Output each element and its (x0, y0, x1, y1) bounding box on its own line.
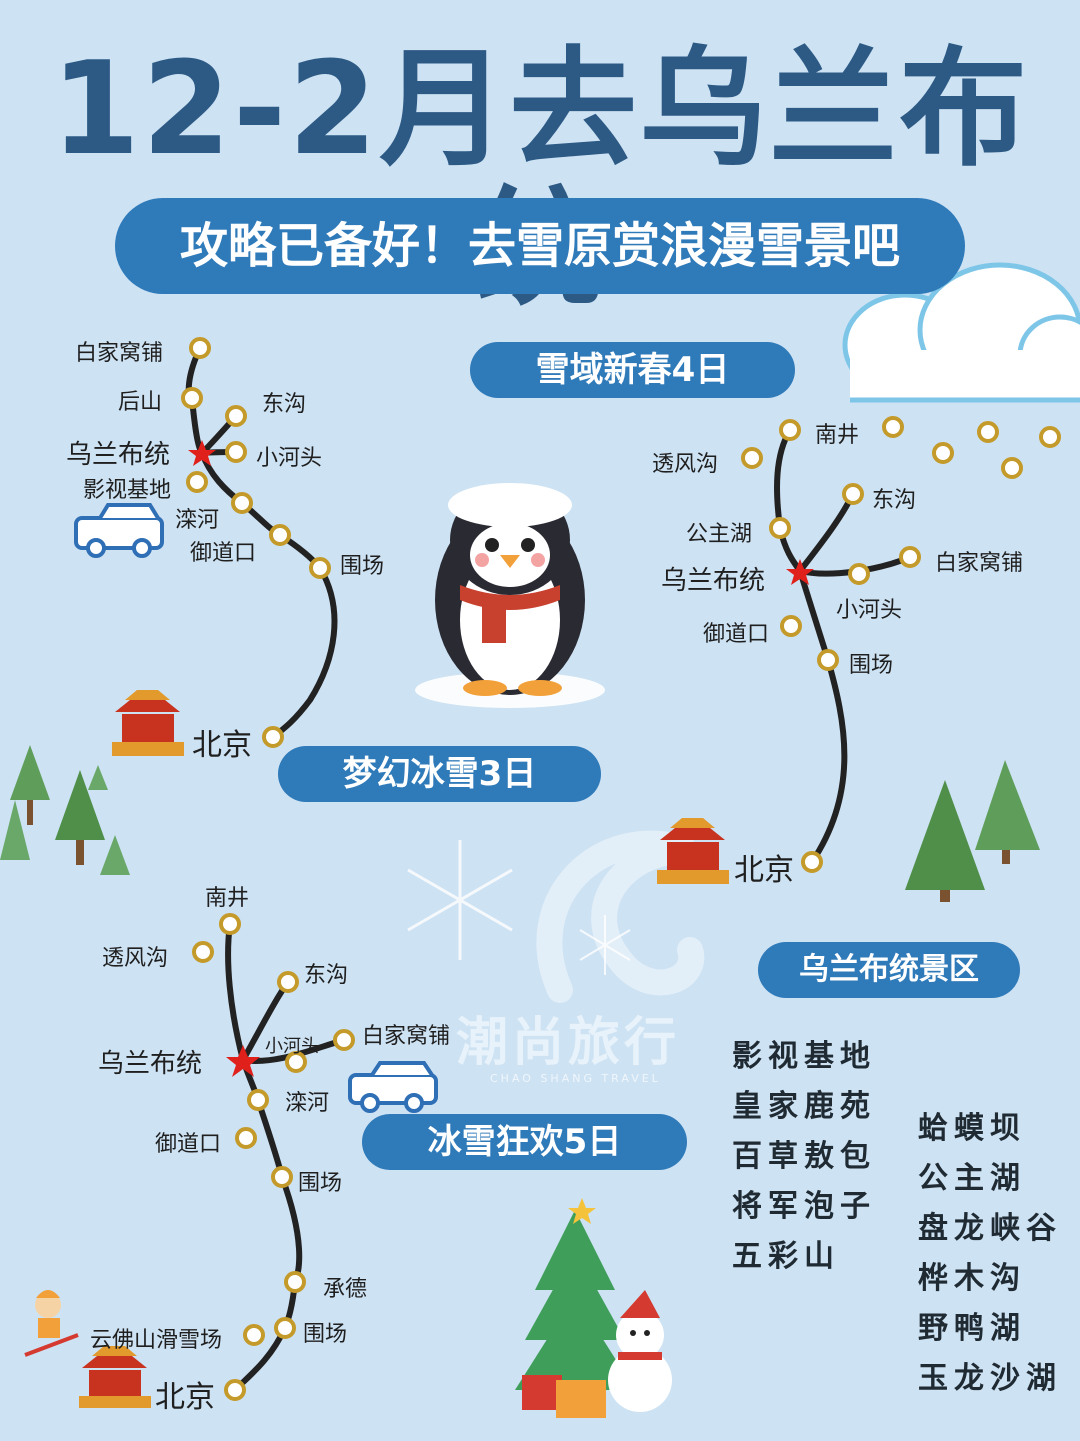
stop-label: 小河头 (265, 1036, 319, 1057)
scenic-spot: 影视基地 (732, 1039, 876, 1074)
stop-label: 围场 (340, 554, 385, 579)
christmas-tree-illustration (515, 1198, 635, 1418)
palace-icon (112, 690, 184, 756)
route4-nodes (741, 419, 921, 873)
stop-label: 乌兰布统 (66, 440, 171, 470)
stop-label: 滦河 (285, 1091, 330, 1116)
stop-label: 小河头 (256, 446, 323, 471)
scenic-spot: 五彩山 (732, 1239, 840, 1274)
stop-label: 东沟 (304, 963, 349, 988)
route3-title-pill: 梦幻冰雪3日 (278, 746, 601, 802)
stop-label: 影视基地 (83, 478, 172, 503)
scenic-title-pill: 乌兰布统景区 (758, 942, 1020, 998)
palace-icon (79, 1346, 151, 1408)
car-icon (348, 1061, 438, 1113)
stop-label: 透风沟 (652, 452, 719, 477)
subtitle-banner: 攻略已备好！去雪原赏浪漫雪景吧 (115, 198, 965, 294)
stop-label: 滦河 (175, 508, 220, 533)
watermark-text: 潮尚旅行 (456, 1013, 681, 1073)
pine-tree-icon (0, 745, 130, 875)
scenic-spot: 玉龙沙湖 (918, 1361, 1062, 1396)
stop-label-beijing: 北京 (192, 728, 252, 763)
stop-label: 承德 (323, 1277, 368, 1302)
snowflake-icon (407, 840, 513, 960)
scenic-spot: 将军泡子 (732, 1189, 876, 1224)
scenic-spot: 皇家鹿苑 (732, 1089, 876, 1124)
scenic-spot: 盘龙峡谷 (918, 1211, 1062, 1246)
stop-label-beijing: 北京 (155, 1380, 215, 1415)
route5-nodes (192, 913, 355, 1401)
cloud-icon (842, 262, 1080, 403)
scenic-spot: 公主湖 (918, 1161, 1026, 1196)
star-icon (188, 440, 216, 466)
stop-label: 南井 (205, 886, 250, 911)
scenic-list-right: 蛤蟆坝公主湖盘龙峡谷桦木沟野鸭湖玉龙沙湖 (918, 1104, 1062, 1404)
watermark-subtext: CHAO SHANG TRAVEL (490, 1072, 661, 1085)
route5-title-pill: 冰雪狂欢5日 (362, 1114, 687, 1170)
stop-label: 围场 (303, 1322, 348, 1347)
scenic-spot: 百草敖包 (732, 1139, 876, 1174)
route4-title-pill: 雪域新春4日 (470, 342, 795, 398)
star-icon (786, 559, 814, 585)
stop-label: 白家窝铺 (362, 1024, 451, 1049)
stop-label: 东沟 (872, 488, 917, 513)
scenic-spot: 桦木沟 (918, 1261, 1026, 1296)
car-icon (74, 503, 164, 558)
star-icon (226, 1045, 260, 1077)
stop-label: 乌兰布统 (98, 1049, 203, 1079)
stop-label: 透风沟 (102, 946, 169, 971)
scenic-spot: 蛤蟆坝 (918, 1111, 1026, 1146)
stop-label: 乌兰布统 (661, 566, 766, 596)
snowflake-icon (579, 915, 631, 975)
stop-label: 后山 (118, 390, 163, 415)
stop-label: 白家窝铺 (75, 341, 164, 366)
stop-label: 御道口 (190, 541, 257, 566)
skier-icon (24, 1290, 79, 1357)
pine-tree-icon (905, 760, 1040, 902)
stop-label: 御道口 (155, 1132, 222, 1157)
stop-label: 小河头 (836, 598, 903, 623)
stop-label: 东沟 (262, 392, 307, 417)
scenic-list-left: 影视基地皇家鹿苑百草敖包将军泡子五彩山 (732, 1032, 876, 1282)
penguin-illustration (415, 483, 605, 708)
stop-label: 白家窝铺 (935, 551, 1024, 576)
snow-dots (882, 416, 1061, 479)
stop-label-beijing: 北京 (734, 853, 794, 888)
snowman-illustration (608, 1290, 672, 1412)
watermark-logo (536, 830, 705, 1003)
stop-label: 围场 (298, 1171, 343, 1196)
stop-label: 南井 (815, 423, 860, 448)
scenic-spot: 野鸭湖 (918, 1311, 1026, 1346)
stop-label: 云佛山滑雪场 (90, 1328, 223, 1353)
stop-label: 公主湖 (686, 522, 753, 547)
palace-icon (657, 818, 729, 884)
stop-label: 围场 (849, 653, 894, 678)
stop-label: 御道口 (703, 622, 770, 647)
route3-nodes (181, 337, 331, 748)
